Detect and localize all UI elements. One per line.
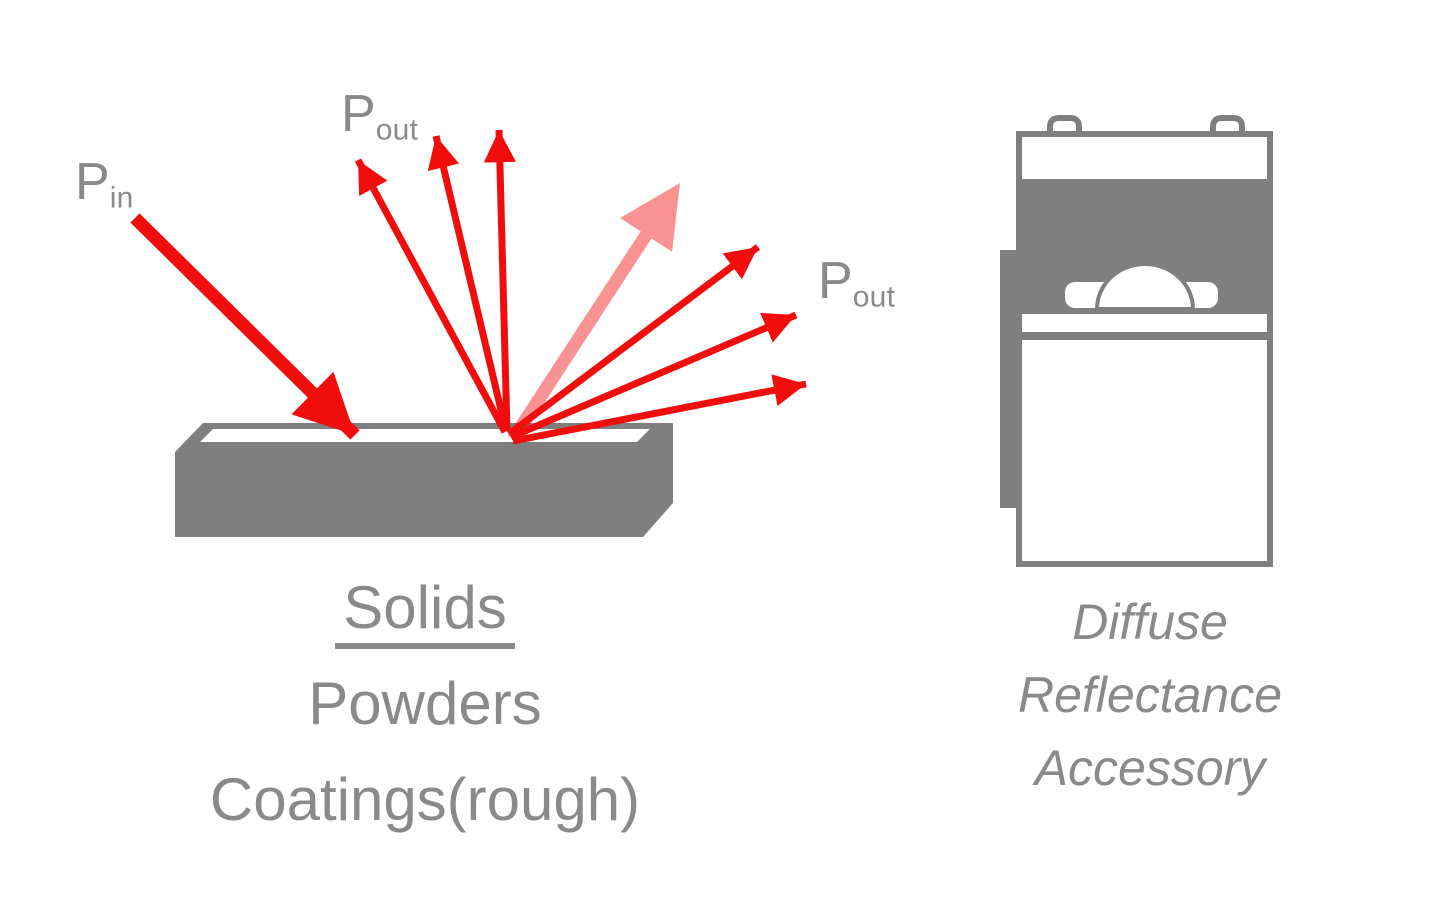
- sample-caption-line-solids: Solids: [125, 560, 725, 656]
- slab-body: [175, 423, 673, 537]
- scattered-rays: [354, 129, 807, 445]
- accessory-lug-right: [1210, 115, 1245, 134]
- sample-caption: Solids Powders Coatings(rough): [125, 560, 725, 848]
- scattered-ray-arrow-2: [427, 135, 510, 432]
- accessory-drawing: [1000, 115, 1273, 567]
- sample-caption-line-powders: Powders: [308, 670, 542, 737]
- scattered-ray-pink-arrow: [507, 183, 680, 443]
- scattered-ray-arrow-4: [506, 244, 761, 437]
- sample-slab: [175, 423, 673, 537]
- scattered-ray-arrow-3: [483, 129, 516, 432]
- p-out-right-subscript: out: [852, 280, 896, 314]
- accessory-shelf-band: [1022, 314, 1267, 332]
- incident-ray-arrow: [130, 213, 360, 440]
- accessory-dome: [1094, 262, 1196, 311]
- p-in-subscript: in: [109, 181, 134, 215]
- accessory-top-panel: [1022, 137, 1267, 179]
- scattered-ray-arrow-1: [354, 158, 509, 434]
- scattered-ray-arrow-5: [509, 311, 798, 441]
- accessory-lug-left: [1047, 115, 1082, 134]
- device-caption: Diffuse Reflectance Accessory: [950, 586, 1350, 805]
- p-out-right-symbol: P: [818, 252, 853, 310]
- p-out-top-label: Pout: [341, 88, 418, 145]
- device-caption-line-2: Reflectance: [1017, 667, 1283, 723]
- accessory-lower-panel: [1022, 340, 1267, 561]
- scattered-ray-arrow-6: [512, 374, 807, 445]
- sample-caption-solids-text: Solids: [335, 576, 515, 649]
- p-out-top-symbol: P: [341, 85, 376, 143]
- device-caption-line-3: Accessory: [1034, 740, 1266, 796]
- p-out-top-subscript: out: [375, 113, 419, 147]
- p-out-right-label: Pout: [818, 255, 895, 312]
- device-caption-line-1: Diffuse: [1072, 594, 1228, 650]
- sample-caption-line-coatings: Coatings(rough): [209, 766, 641, 833]
- accessory-side-tab: [1000, 250, 1017, 508]
- p-in-label: Pin: [75, 156, 134, 213]
- p-in-symbol: P: [75, 153, 110, 211]
